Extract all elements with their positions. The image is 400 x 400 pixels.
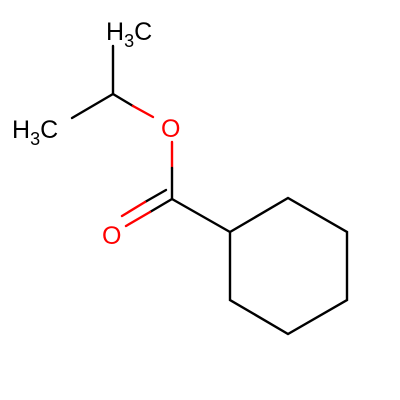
carbonyl-oxygen-label: O — [102, 222, 121, 250]
cyclohexane-ring — [228, 196, 349, 336]
methyl-left-label: H3C — [12, 116, 58, 149]
bond-carbonyl-double-1-black — [148, 197, 174, 214]
bond-carbonyl-double-2-black — [143, 188, 168, 204]
bond-ch-methyl-left — [70, 92, 115, 120]
bond-carbonyl-double-2-red — [120, 200, 147, 218]
bond-carbonyl-double-1-red — [124, 210, 152, 228]
bond-ch-oxygen-black — [111, 92, 135, 108]
bond-ch-oxygen-red — [131, 104, 155, 119]
bond-carbonyl-ring — [170, 197, 232, 234]
ether-oxygen-label: O — [161, 115, 180, 143]
methyl-top-label: H3C — [106, 18, 152, 51]
